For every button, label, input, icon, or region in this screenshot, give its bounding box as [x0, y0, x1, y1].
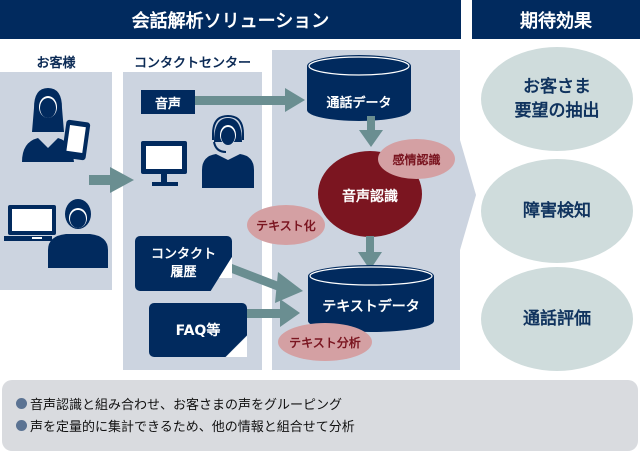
effect-1-line2: 要望の抽出: [514, 101, 600, 121]
text-analysis-bubble: テキスト分析: [278, 323, 372, 361]
monitor-icon: [141, 141, 187, 186]
note-item: 声を定量的に集計できるため、他の情報と組合せて分析: [16, 414, 624, 436]
note-text: 声を定量的に集計できるため、他の情報と組合せて分析: [30, 419, 355, 435]
faq-label: FAQ等: [175, 323, 221, 339]
effects-title: 期待効果: [520, 10, 592, 32]
speech-recognition-label: 音声認識: [342, 189, 398, 205]
customer-woman-tablet-icon: [22, 88, 91, 162]
arrow-faq-to-text: [247, 299, 300, 327]
solution-title: 会話解析ソリューション: [131, 10, 330, 32]
processing-chevron: [460, 140, 476, 250]
effect-2-label: 障害検知: [523, 201, 591, 221]
emotion-recognition-label: 感情認識: [392, 152, 441, 167]
voice-box: 音声: [141, 90, 195, 114]
text-conversion-bubble: テキスト化: [247, 205, 325, 245]
call-data-cylinder: [307, 55, 411, 121]
arrow-voice-to-call-data: [195, 88, 305, 112]
effect-customer-needs: お客さま 要望の抽出: [481, 47, 633, 151]
note-text: 音声認識と組み合わせ、お客さまの声をグルーピング: [30, 397, 343, 413]
customer-label: お客様: [36, 56, 76, 71]
text-data-label: テキストデータ: [322, 299, 420, 315]
call-data-label: 通話データ: [326, 96, 392, 111]
faq-doc: FAQ等: [149, 303, 247, 357]
effect-call-evaluation: 通話評価: [481, 267, 633, 371]
bullet-icon: [16, 419, 27, 431]
arrow-speech-to-text: [358, 236, 382, 270]
notes-box: 音声認識と組み合わせ、お客さまの声をグルーピング 声を定量的に集計できるため、他…: [2, 380, 638, 451]
bullet-icon: [16, 397, 27, 409]
arrow-call-to-speech: [359, 116, 383, 147]
contact-center-label: コンタクトセンター: [133, 56, 251, 71]
voice-label: 音声: [154, 96, 181, 112]
effect-failure-detection: 障害検知: [481, 159, 633, 263]
effect-1-line1: お客さま: [523, 77, 591, 97]
text-conversion-label: テキスト化: [256, 218, 316, 233]
history-label-line2: 履歴: [170, 264, 197, 280]
history-label-line1: コンタクト: [150, 246, 216, 262]
customer-man-laptop-icon: [4, 199, 108, 268]
arrow-customer-to-center: [89, 167, 134, 193]
text-data-cylinder: [308, 265, 434, 332]
emotion-recognition-bubble: 感情認識: [378, 139, 455, 179]
note-item: 音声認識と組み合わせ、お客さまの声をグルーピング: [16, 392, 624, 414]
effect-3-label: 通話評価: [523, 309, 591, 329]
contact-history-doc: コンタクト 履歴: [135, 236, 232, 291]
text-analysis-label: テキスト分析: [289, 335, 361, 350]
effects-header: 期待効果: [472, 0, 640, 39]
solution-header: 会話解析ソリューション: [0, 0, 461, 39]
faq-doc-corner: [226, 336, 247, 357]
arrow-history-to-text: [229, 264, 303, 303]
operator-headset-icon: [202, 114, 254, 188]
